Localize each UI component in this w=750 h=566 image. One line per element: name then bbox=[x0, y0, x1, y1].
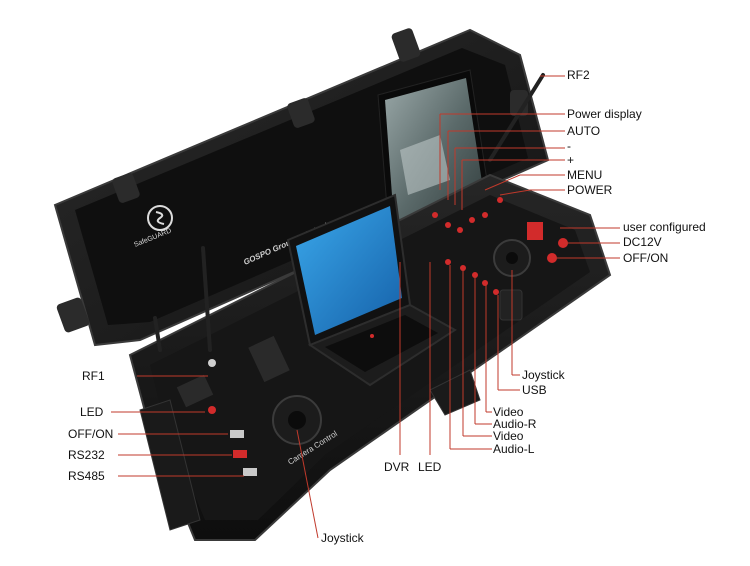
label-minus: - bbox=[567, 139, 571, 153]
label-audio-r: Audio-R bbox=[493, 417, 537, 431]
right-control-panel bbox=[445, 222, 568, 295]
label-audio-l: Audio-L bbox=[493, 442, 535, 456]
label-dc12v: DC12V bbox=[623, 235, 662, 249]
label-led-left: LED bbox=[80, 405, 104, 419]
label-rf1: RF1 bbox=[82, 369, 105, 383]
label-off-on-right: OFF/ON bbox=[623, 251, 669, 265]
label-led-bottom: LED bbox=[418, 460, 442, 474]
label-menu: MENU bbox=[567, 168, 603, 182]
left-small-antenna bbox=[153, 316, 162, 352]
label-rs232: RS232 bbox=[68, 448, 105, 462]
label-dvr: DVR bbox=[384, 460, 410, 474]
label-usb: USB bbox=[522, 383, 547, 397]
left-control-panel bbox=[176, 335, 290, 476]
leader-lines bbox=[111, 75, 620, 539]
label-off-on-left: OFF/ON bbox=[68, 427, 114, 441]
label-power: POWER bbox=[567, 183, 613, 197]
camera-control-joystick bbox=[272, 395, 322, 445]
label-joystick-right: Joystick bbox=[522, 368, 565, 382]
label-joystick-bottom: Joystick bbox=[321, 531, 364, 545]
lid-buttons bbox=[432, 197, 503, 233]
label-power-display: Power display bbox=[567, 107, 642, 121]
rf1-antenna bbox=[201, 246, 212, 352]
laptop bbox=[286, 193, 457, 387]
label-auto: AUTO bbox=[567, 124, 601, 138]
rf2-antenna bbox=[488, 73, 545, 162]
label-video-1: Video bbox=[493, 405, 524, 419]
label-user-configured: user configured bbox=[623, 220, 706, 234]
lid-logo bbox=[147, 205, 173, 231]
label-video-2: Video bbox=[493, 429, 524, 443]
label-plus: + bbox=[567, 153, 575, 167]
label-rs485: RS485 bbox=[68, 469, 105, 483]
label-rf2: RF2 bbox=[567, 68, 590, 82]
